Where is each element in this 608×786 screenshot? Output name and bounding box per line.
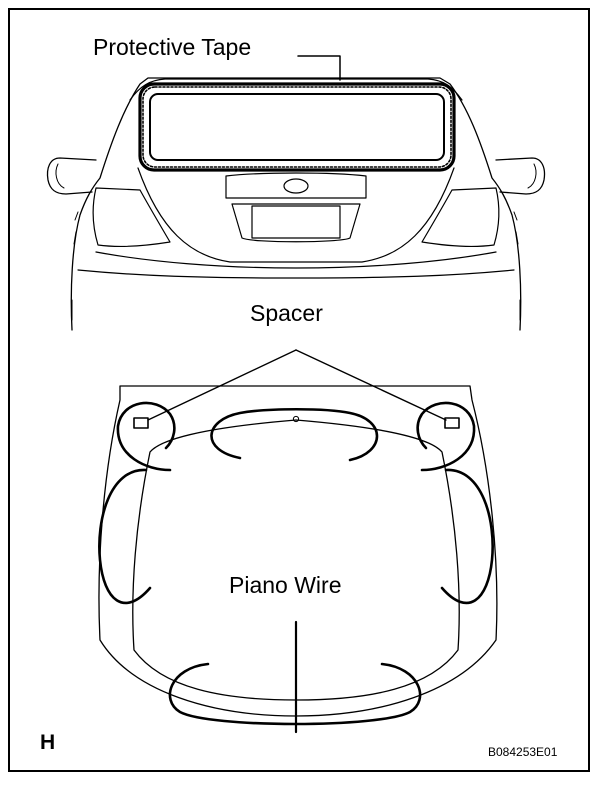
piano-wire-loop-top-right	[416, 401, 476, 472]
car-body-outline	[70, 77, 522, 331]
side-mirror-right-inner	[527, 163, 537, 189]
glass-outer-edge	[98, 385, 498, 717]
car-bumper-line	[77, 269, 515, 279]
car-trunk-lid	[137, 167, 455, 263]
emblem-icon	[283, 178, 309, 194]
side-mirror-left	[46, 157, 97, 195]
figure-id: B084253E01	[488, 745, 558, 759]
protective-tape-label: Protective Tape	[93, 34, 252, 60]
piano-wire-label: Piano Wire	[229, 572, 342, 598]
car-roof-edge	[129, 78, 463, 101]
spacer-right	[444, 417, 460, 429]
side-mirror-right	[495, 157, 546, 195]
side-mirror-left-inner	[55, 163, 65, 189]
piano-wire-loop-top-center	[210, 407, 379, 462]
spacer-left	[133, 417, 149, 429]
view-tag: H	[40, 731, 56, 754]
car-side-detail-right	[513, 211, 521, 321]
car-side-detail-left	[71, 211, 79, 321]
piano-wire-loop-left	[98, 468, 152, 605]
piano-wire-loop-right	[440, 468, 494, 605]
license-plate-recess	[231, 203, 361, 243]
glass-panel	[98, 385, 498, 717]
rear-window-tape-stripe	[142, 86, 452, 168]
emblem-panel	[225, 172, 367, 199]
tail-light-right	[421, 187, 500, 248]
spacer-leaders	[147, 349, 447, 421]
rear-window-tape-outer	[138, 82, 456, 172]
rear-window-glass	[149, 93, 445, 161]
piano-wire-loop-top-left	[116, 401, 176, 472]
spacer-leader-left	[147, 349, 297, 421]
spacer-label: Spacer	[250, 300, 323, 326]
glass-inner-edge	[132, 419, 460, 701]
protective-tape-leader	[297, 55, 341, 81]
license-plate	[251, 205, 341, 239]
tail-light-left	[92, 187, 171, 248]
glass-center-hole	[292, 415, 300, 423]
car-lower-line	[95, 251, 497, 269]
car-rear-view	[46, 77, 546, 331]
piano-wire-loops	[98, 401, 494, 726]
spacer-leader-right	[295, 349, 447, 421]
